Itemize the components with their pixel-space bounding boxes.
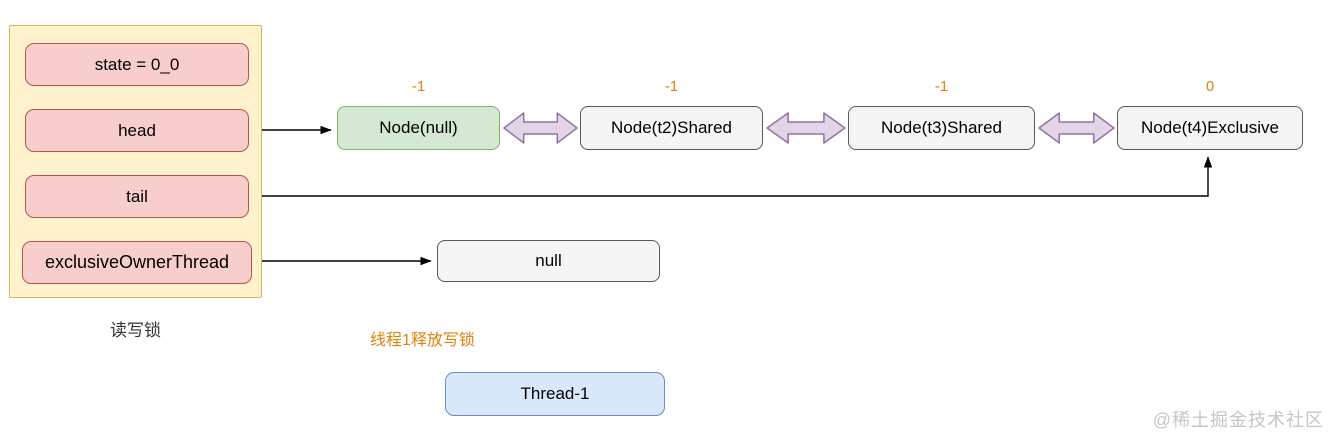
- queue-node-t2-label: Node(t2)Shared: [611, 118, 732, 137]
- owner-null-label: null: [535, 251, 562, 270]
- queue-node-t3-label: Node(t3)Shared: [881, 118, 1002, 137]
- release-writelock-annotation: 线程1释放写锁: [370, 332, 475, 349]
- rwlock-panel: state = 0_0 head tail exclusiveOwnerThre…: [9, 25, 262, 298]
- queue-node-t3-shared: Node(t3)Shared: [848, 106, 1035, 150]
- tail-field: tail: [25, 175, 249, 218]
- exclusive-owner-thread-label: exclusiveOwnerThread: [44, 252, 230, 272]
- queue-node-null-label: Node(null): [379, 118, 458, 137]
- queue-node-null: Node(null): [337, 106, 500, 150]
- queue-node-t4-label: Node(t4)Exclusive: [1141, 118, 1279, 137]
- thread-1-label: Thread-1: [520, 384, 590, 403]
- tail-pointer-arrow: [250, 156, 1213, 197]
- bidirectional-arrow-icon: [766, 112, 846, 144]
- rwlock-caption: 读写锁: [110, 321, 161, 340]
- owner-null-box: null: [437, 240, 660, 282]
- head-field-label: head: [118, 120, 156, 140]
- queue-node-t4-exclusive: Node(t4)Exclusive: [1117, 106, 1303, 150]
- state-field-label: state = 0_0: [94, 54, 180, 74]
- bidirectional-arrow-icon: [503, 112, 578, 144]
- wait-status-node-t2: -1: [664, 78, 679, 95]
- head-field: head: [25, 109, 249, 152]
- wait-status-node-t3: -1: [934, 78, 949, 95]
- watermark: @稀土掘金技术社区: [1152, 410, 1324, 430]
- thread-1-box: Thread-1: [445, 372, 665, 416]
- queue-node-t2-shared: Node(t2)Shared: [580, 106, 763, 150]
- exclusive-owner-thread-field: exclusiveOwnerThread: [22, 241, 252, 284]
- tail-field-label: tail: [126, 186, 148, 206]
- state-field: state = 0_0: [25, 43, 249, 86]
- wait-status-node-null: -1: [411, 78, 426, 95]
- bidirectional-arrow-icon: [1038, 112, 1115, 144]
- wait-status-node-t4: 0: [1205, 78, 1215, 95]
